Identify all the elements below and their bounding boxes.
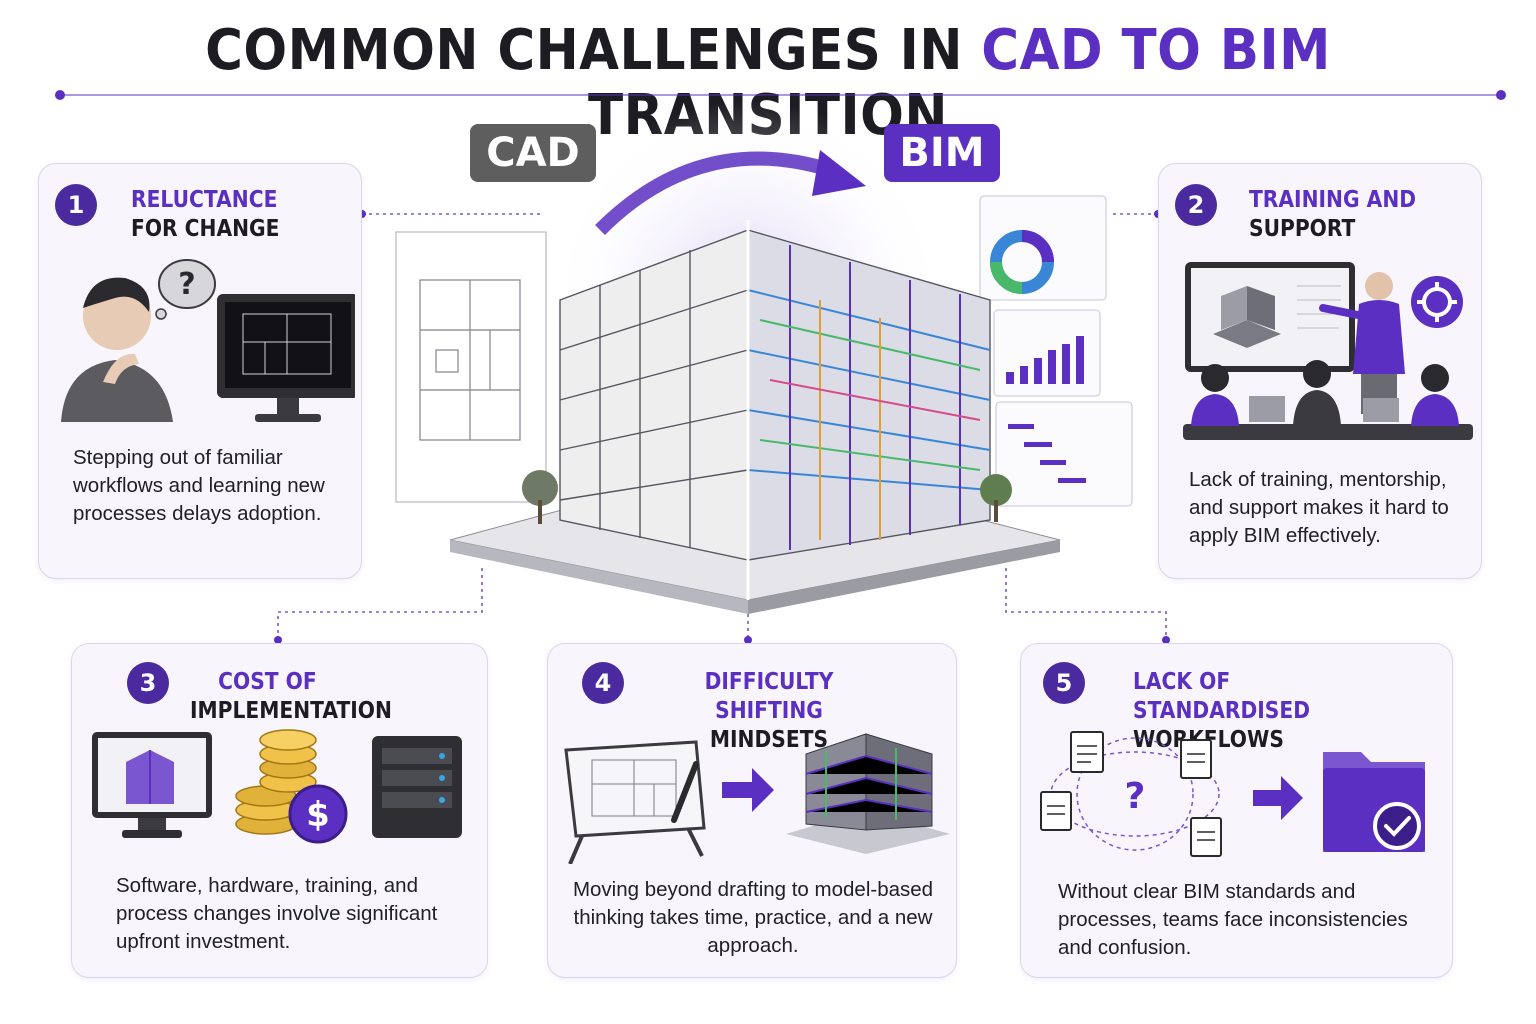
card-title-line1: TRAINING AND (1249, 187, 1417, 213)
svg-text:?: ? (1125, 776, 1146, 817)
title-part1: COMMON CHALLENGES IN (205, 18, 982, 83)
bim-dashboard-panels (979, 195, 1133, 507)
number-badge: 2 (1175, 184, 1217, 226)
challenge-card-5: 5 LACK OF STANDARDISED WORKFLOWS ? Witho… (1020, 643, 1453, 978)
card-title-line1: DIFFICULTY SHIFTING (704, 669, 834, 724)
bim-model-icon (786, 733, 950, 854)
svg-text:?: ? (178, 267, 195, 302)
scattered-documents-icon (1040, 731, 1222, 857)
card-description: Without clear BIM standards and processe… (1058, 880, 1408, 959)
question-bubble-icon: ? (155, 259, 216, 320)
card-title-line1: COST OF (218, 669, 317, 695)
trainees-icon (1183, 360, 1473, 440)
coin-stack-icon (235, 729, 317, 835)
arrow-right-icon (722, 768, 774, 812)
question-mark-icon: ? (1125, 776, 1146, 817)
software-monitor-icon (92, 732, 212, 838)
card-title: RELUCTANCE FOR CHANGE (131, 186, 280, 244)
card-title-line1: LACK OF STANDARDISED (1133, 669, 1311, 724)
transition-arrow-icon (595, 151, 833, 235)
dollar-coin-icon: $ (288, 784, 348, 844)
pen-icon (671, 761, 699, 823)
blueprint-sheet-icon (395, 231, 547, 503)
drafting-tablet-icon (564, 740, 706, 864)
card-description: Stepping out of familiar workflows and l… (73, 446, 325, 525)
arrow-right-icon (1253, 776, 1303, 820)
title-underline (60, 94, 1502, 96)
card-title-line2: IMPLEMENTATION (190, 698, 392, 724)
number-badge: 1 (55, 184, 97, 226)
svg-text:$: $ (306, 795, 330, 835)
cad-monitor-icon (217, 294, 355, 422)
challenge-card-4: 4 DIFFICULTY SHIFTING MINDSETS Moving be… (547, 643, 957, 978)
cad-building-half (559, 228, 749, 561)
thinking-person-icon (61, 277, 173, 422)
underline-dot-left (55, 90, 65, 100)
server-icon (372, 736, 462, 838)
card-title: COST OF IMPLEMENTATION (190, 668, 392, 726)
card-description: Software, hardware, training, and proces… (116, 874, 438, 953)
check-folder-icon (1323, 752, 1425, 852)
gear-icon (1411, 276, 1463, 328)
cad-tag: CAD (470, 124, 596, 182)
number-badge: 5 (1043, 662, 1085, 704)
number-badge: 4 (582, 662, 624, 704)
challenge-card-1: 1 RELUCTANCE FOR CHANGE ? Stepping out o… (38, 163, 362, 579)
challenge-card-3: 3 COST OF IMPLEMENTATION $ Software, har… (71, 643, 488, 978)
tree-icon (522, 470, 1012, 524)
card-title: DIFFICULTY SHIFTING MINDSETS (659, 668, 879, 755)
number-badge: 3 (127, 662, 169, 704)
bim-building-half (747, 229, 991, 561)
bim-tag: BIM (884, 124, 1000, 182)
card-description: Lack of training, mentorship, and suppor… (1189, 468, 1449, 547)
connector-5 (1005, 568, 1167, 640)
presentation-screen-icon (1185, 262, 1355, 372)
card-description: Moving beyond drafting to model-based th… (572, 878, 934, 957)
connector-3 (277, 568, 483, 640)
page-title: COMMON CHALLENGES IN CAD TO BIM TRANSITI… (61, 18, 1474, 148)
challenge-card-2: 2 TRAINING AND SUPPORT (1158, 163, 1482, 579)
card-title-line2: MINDSETS (709, 727, 829, 753)
card-title: TRAINING AND SUPPORT (1249, 186, 1416, 244)
card-title-line1: RELUCTANCE (131, 187, 278, 213)
title-highlight: CAD TO BIM (981, 18, 1331, 83)
card-title-line2: SUPPORT (1249, 216, 1356, 242)
underline-dot-right (1496, 90, 1506, 100)
card-title-line2: FOR CHANGE (131, 216, 280, 242)
